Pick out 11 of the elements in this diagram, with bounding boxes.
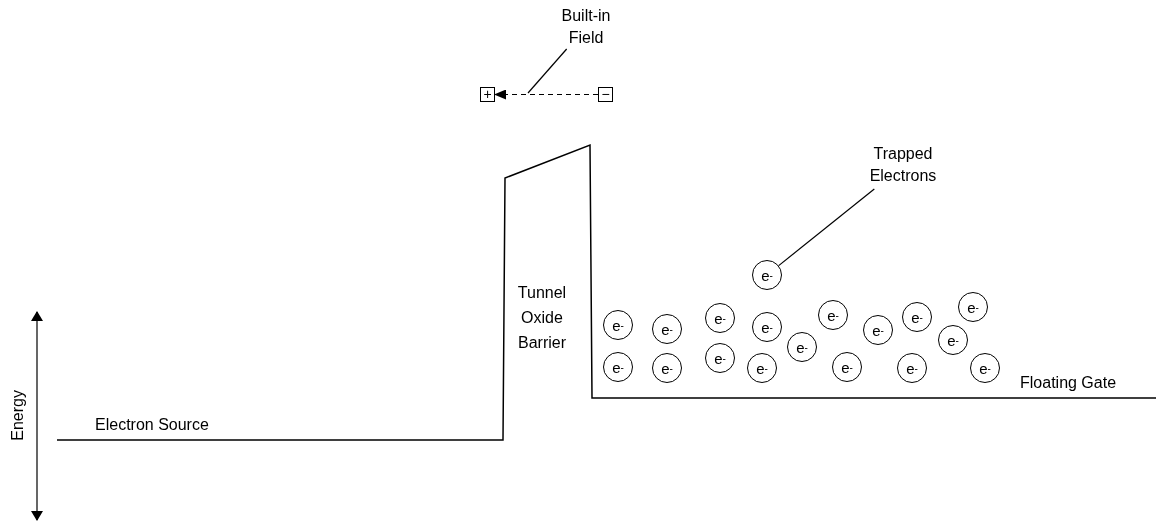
charge-sign: −	[598, 87, 613, 102]
region-label: Floating Gate	[1020, 373, 1118, 393]
callout-text: Trapped Electrons	[855, 143, 951, 189]
barrier-label: Tunnel Oxide Barrier	[516, 283, 568, 353]
arrow	[494, 89, 599, 100]
callout-text: Built-in Field	[553, 5, 619, 49]
leader-line	[527, 48, 568, 94]
charge-sign: +	[480, 87, 495, 102]
axis-label: Energy	[8, 390, 27, 441]
region-label: Electron Source	[95, 415, 210, 435]
leader-line	[778, 188, 875, 267]
